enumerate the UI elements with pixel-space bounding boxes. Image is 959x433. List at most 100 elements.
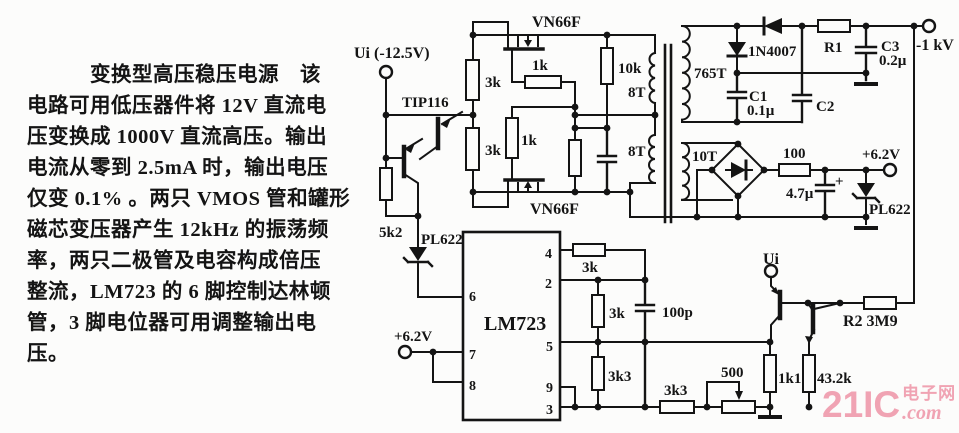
junction-dots [382, 22, 918, 411]
label-8t-top: 8T [628, 85, 646, 101]
resistor-5k2 [379, 167, 393, 201]
zener-pl622-left [402, 215, 464, 298]
top-rail [472, 34, 656, 54]
label-1n4007: 1N4007 [748, 44, 797, 60]
label-43k2: 43.2k [817, 371, 852, 387]
label-6v2-left: +6.2V [394, 329, 432, 345]
watermark-logo: 21IC [822, 384, 901, 425]
article-title: 变换型高压稳压电源 [90, 64, 279, 86]
label-pl622-left: PL622 [421, 232, 463, 248]
label-100p: 100p [662, 305, 693, 321]
capacitor-c1 [726, 71, 748, 124]
pin-4: 4 [545, 247, 552, 262]
pin9-elbow [559, 386, 576, 408]
description-line: 仅变 0.1% 。两只 VMOS 管和罐形 [27, 188, 351, 210]
label-3k3-vert: 3k3 [608, 369, 631, 385]
diode-1n4007-vert [726, 25, 748, 74]
label-r1: R1 [824, 40, 842, 56]
label-r3k-pin4: 3k [582, 260, 599, 276]
label-5k2: 5k2 [379, 225, 402, 241]
terminal-6v2-left [397, 344, 464, 383]
label-r3k-bottom: 3k [485, 143, 502, 159]
description-line: 压变换成 1000V 直流高压。输出 [27, 126, 328, 148]
label-vn66f-top: VN66F [532, 14, 581, 31]
description-paragraph: 变换型高压稳压电源 该 电路可用低压器件将 12V 直流电 压变换成 1000V… [27, 60, 351, 370]
label-ui-input: Ui (-12.5V) [354, 45, 430, 62]
label-8t-bottom: 8T [628, 144, 646, 160]
label-c1: C1 [749, 89, 767, 105]
description-line: 压。 [27, 343, 69, 365]
winding-10t [680, 141, 739, 201]
capacitor-c2 [736, 24, 813, 124]
label-c2: C2 [816, 99, 834, 115]
watermark-right: 电子网 .com [902, 384, 957, 424]
hv-terminal [921, 18, 937, 34]
resistor-43k2 [802, 354, 816, 408]
terminal-6v2-right [882, 162, 898, 178]
diode-1n4007-top [762, 16, 782, 36]
tip116-darlington [385, 110, 464, 217]
label-3k3-horiz: 3k3 [664, 383, 687, 399]
description-line: 整流，LM723 的 6 脚控制达林顿 [27, 281, 331, 303]
resistor-1k1 [763, 341, 777, 408]
description-line: 电路可用低压器件将 12V 直流电 [27, 95, 327, 117]
pin-6: 6 [469, 290, 476, 305]
description-line: 电流从零到 2.5mA 时，输出电压 [27, 157, 329, 179]
resistor-unlabeled [568, 139, 582, 193]
label-ui-small: Ui [763, 251, 780, 268]
label-c3-value: 0.2µ [879, 53, 907, 69]
pin-3: 3 [546, 403, 553, 418]
label-r1k-mid: 1k [521, 133, 538, 149]
watermark: 21IC 电子网 .com [822, 385, 958, 431]
label-6v2-right: +6.2V [862, 147, 900, 163]
transistor-q3 [770, 276, 809, 343]
label-c47: 4.7µ [786, 186, 814, 202]
label-10t: 10T [692, 149, 717, 165]
resistor-r1 [817, 19, 851, 33]
label-lm723: LM723 [484, 313, 546, 335]
transformer-core [663, 43, 673, 224]
label-500: 500 [721, 365, 744, 381]
label-hv-output: -1 kV [916, 37, 954, 54]
potentiometer-500 [706, 381, 756, 414]
watermark-chinese: 电子网 [902, 384, 957, 403]
label-c3: C3 [881, 39, 899, 55]
label-pl622-right: PL622 [869, 202, 911, 218]
description-line: 率，两只二极管及电容构成倍压 [27, 250, 321, 272]
description-line: 磁芯变压器产生 12kHz 的振荡频 [27, 219, 329, 241]
capacitor-c3 [854, 24, 878, 86]
pin-9: 9 [546, 381, 553, 396]
resistor-r2 [807, 296, 915, 310]
label-r3k-vert: 3k [609, 306, 626, 322]
resistor-1k-top [511, 48, 576, 141]
label-765t: 765T [694, 66, 727, 82]
label-vn66f-bottom: VN66F [530, 201, 579, 218]
capacitor-osc [596, 126, 618, 194]
watermark-tld: .com [902, 402, 942, 424]
label-r100: 100 [783, 146, 806, 162]
capacitor-4u7 [814, 168, 836, 219]
pin-5: 5 [546, 340, 553, 355]
resistor-3k-pin4 [559, 243, 646, 281]
input-terminal-group [378, 64, 474, 217]
label-plus: + [835, 174, 844, 190]
label-r2: R2 3M9 [843, 313, 898, 330]
lm723-ic [461, 230, 562, 422]
label-r3k-top: 3k [485, 75, 502, 91]
description-title-line: 变换型高压稳压电源 该 [27, 60, 335, 91]
label-r10k: 10k [618, 61, 642, 77]
label-tip116: TIP116 [402, 95, 449, 111]
winding-8t-top [648, 51, 657, 136]
resistor-3k3-vert [591, 341, 605, 408]
winding-8t-bottom [629, 133, 657, 185]
winding-765t [680, 24, 738, 123]
transistor-q4 [805, 301, 842, 356]
label-1k1: 1k1 [778, 371, 801, 387]
resistor-3k3-horiz [659, 400, 695, 414]
pin-8: 8 [469, 379, 476, 394]
label-r1k-top: 1k [532, 58, 549, 74]
resistor-1k-mid [505, 106, 576, 181]
label-c1-value: 0.1µ [747, 103, 775, 119]
